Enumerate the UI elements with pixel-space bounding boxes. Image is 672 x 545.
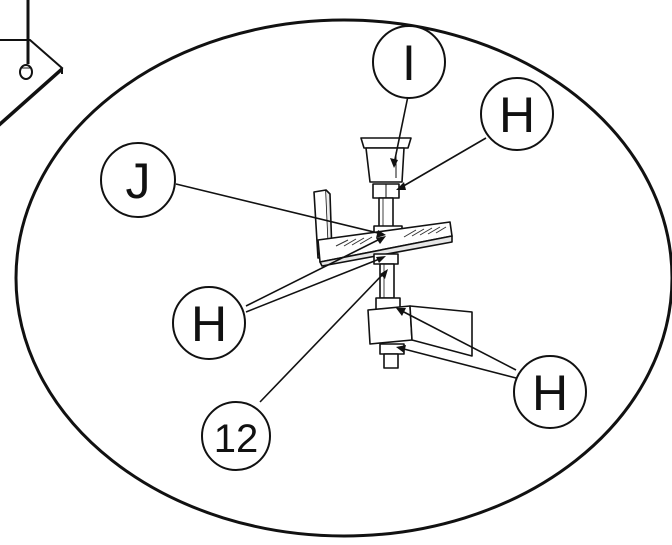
callout-j: J bbox=[100, 142, 176, 218]
callout-12-label: 12 bbox=[214, 417, 259, 461]
top-cap-bushing bbox=[360, 137, 412, 183]
callout-12: 12 bbox=[201, 401, 271, 471]
callout-h-top-label: H bbox=[499, 87, 535, 143]
callout-h-left-label: H bbox=[191, 296, 227, 352]
callout-j-label: J bbox=[126, 153, 151, 209]
threaded-rod-upper bbox=[378, 197, 394, 229]
threaded-rod-bottom bbox=[383, 353, 399, 369]
callout-h-bottom-right-label: H bbox=[532, 365, 568, 421]
bracket-slots bbox=[335, 226, 447, 247]
hardware-assembly bbox=[313, 137, 473, 369]
angle-bracket-j bbox=[313, 189, 453, 267]
detail-magnifier-oval bbox=[14, 18, 672, 538]
callout-h-left: H bbox=[172, 286, 246, 360]
callout-h-top: H bbox=[480, 77, 554, 151]
callout-i: I bbox=[372, 25, 446, 99]
base-plate-fragment bbox=[0, 0, 64, 127]
callout-h-bottom-right: H bbox=[513, 355, 587, 429]
threaded-rod-12 bbox=[379, 263, 395, 299]
leader-lines bbox=[175, 95, 517, 403]
callout-i-label: I bbox=[402, 35, 416, 91]
